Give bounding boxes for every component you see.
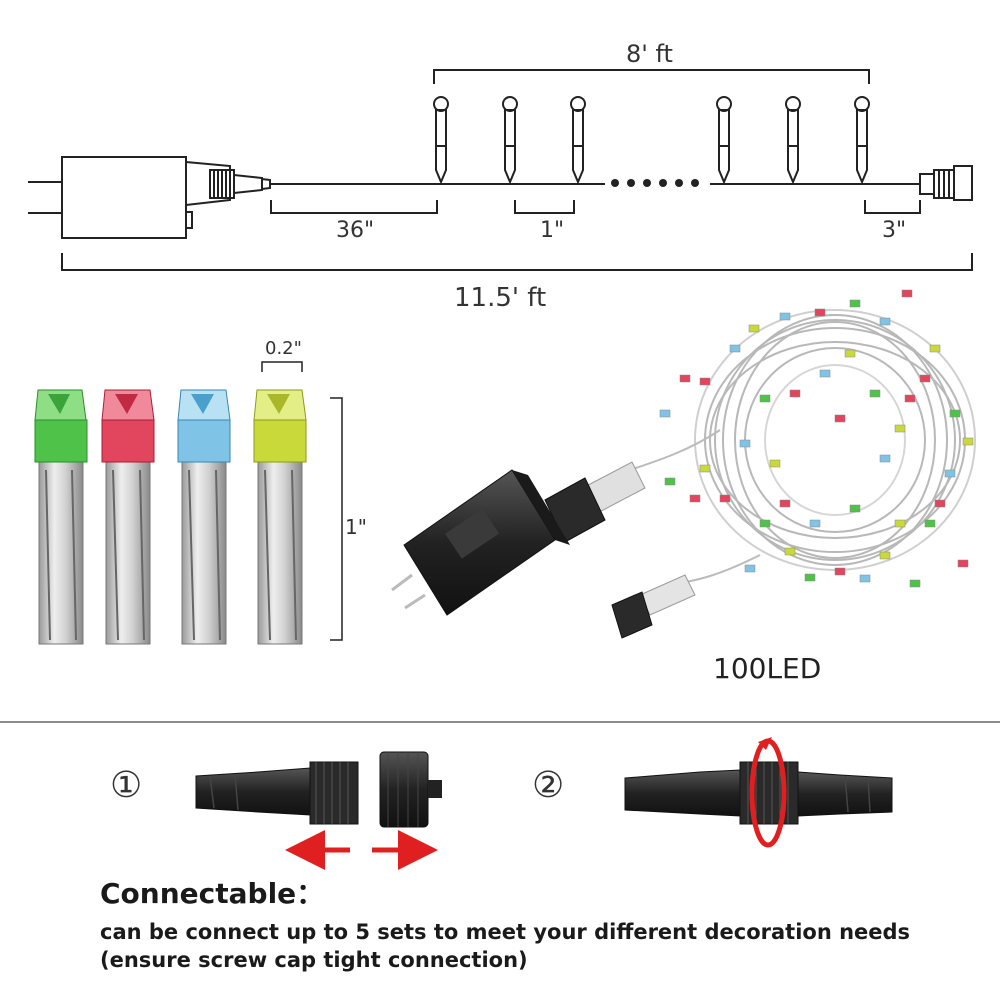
ellipsis-dots (611, 179, 699, 187)
dimension-36in-label: 36" (336, 218, 375, 243)
bulb-yellow (253, 389, 307, 645)
power-adapter (391, 469, 570, 616)
schematic-bulb (854, 96, 870, 185)
bracket-36in (270, 200, 438, 214)
bracket-3in (864, 200, 921, 214)
connectable-description: can be connect up to 5 sets to meet your… (100, 920, 911, 944)
schematic-bulbs (433, 96, 870, 185)
dimension-bulb-width-label: 0.2" (265, 338, 302, 359)
adapter-connector (185, 160, 271, 207)
bulb-blue (177, 389, 231, 645)
dimension-3in-label: 3" (882, 218, 907, 243)
bracket-0.2in (261, 361, 303, 372)
bulb-green (34, 389, 88, 645)
dimension-bulb-height-label: 1" (345, 515, 367, 539)
bulb-closeups (34, 361, 343, 645)
schematic-bulb (433, 96, 449, 185)
step-2-marker: ② (532, 765, 565, 806)
dimension-8ft-label: 8' ft (626, 40, 673, 68)
dimension-total-label: 11.5' ft (454, 283, 547, 313)
connectable-title: Connectable： (100, 877, 325, 910)
coil-bulbs (659, 289, 974, 588)
plug-prongs (28, 181, 62, 214)
connectable-note: (ensure screw cap tight connection) (100, 948, 528, 972)
led-count-label: 100LED (713, 652, 822, 685)
plug-prongs-photo (391, 573, 426, 610)
schematic-bulb (570, 96, 586, 185)
bracket-total (61, 253, 973, 271)
dimension-spacing-label: 1" (540, 218, 565, 243)
bulb-red (101, 389, 155, 645)
schematic (28, 69, 973, 271)
schematic-bulb (502, 96, 518, 185)
step-1-marker: ① (110, 765, 143, 806)
end-connector-photo (611, 574, 696, 639)
adapter-box (61, 156, 187, 239)
connector-step2 (624, 737, 893, 848)
bracket-8ft (433, 69, 870, 84)
connector-step1 (195, 751, 442, 870)
bracket-1in-side (330, 397, 343, 641)
product-photo (391, 289, 976, 639)
bracket-1in-top (514, 200, 575, 214)
schematic-bulb (716, 96, 732, 185)
end-connector (919, 165, 973, 201)
schematic-bulb (785, 96, 801, 185)
